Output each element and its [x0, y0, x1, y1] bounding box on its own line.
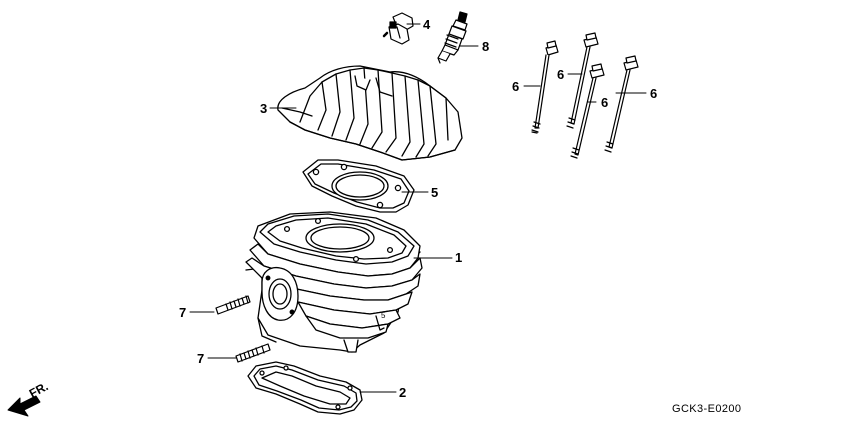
callout-6a: 6	[512, 79, 519, 94]
head-gasket	[302, 159, 415, 213]
diagram-code: GCK3-E0200	[672, 403, 742, 415]
spark-plug-cap	[382, 12, 414, 45]
callout-6b: 6	[557, 67, 564, 82]
front-direction-arrow: FR.	[7, 379, 51, 417]
callout-6c: 6	[601, 95, 608, 110]
callout-7a: 7	[179, 305, 186, 320]
callout-7b: 7	[197, 351, 204, 366]
cylinder-head	[277, 65, 463, 161]
spark-plug	[437, 11, 468, 64]
callout-5: 5	[431, 185, 438, 200]
long-bolt-3	[570, 63, 605, 159]
leader-lines	[189, 23, 647, 393]
callout-8: 8	[482, 39, 489, 54]
callout-labels: 1 2 3 4 5 6 6 6 6 7 7 8	[179, 17, 657, 400]
long-bolt-1	[531, 40, 559, 134]
callout-3: 3	[260, 101, 267, 116]
front-label: FR.	[27, 379, 51, 400]
long-bolt-2	[566, 32, 599, 129]
base-gasket	[247, 361, 363, 415]
stud-lower	[235, 343, 271, 363]
cylinder: 5	[245, 211, 423, 353]
stud-upper	[215, 295, 251, 315]
callout-6d: 6	[650, 86, 657, 101]
callout-1: 1	[455, 250, 462, 265]
callout-4: 4	[423, 17, 431, 32]
long-bolt-4	[604, 55, 639, 153]
callout-2: 2	[399, 385, 406, 400]
svg-text:5: 5	[381, 311, 386, 320]
